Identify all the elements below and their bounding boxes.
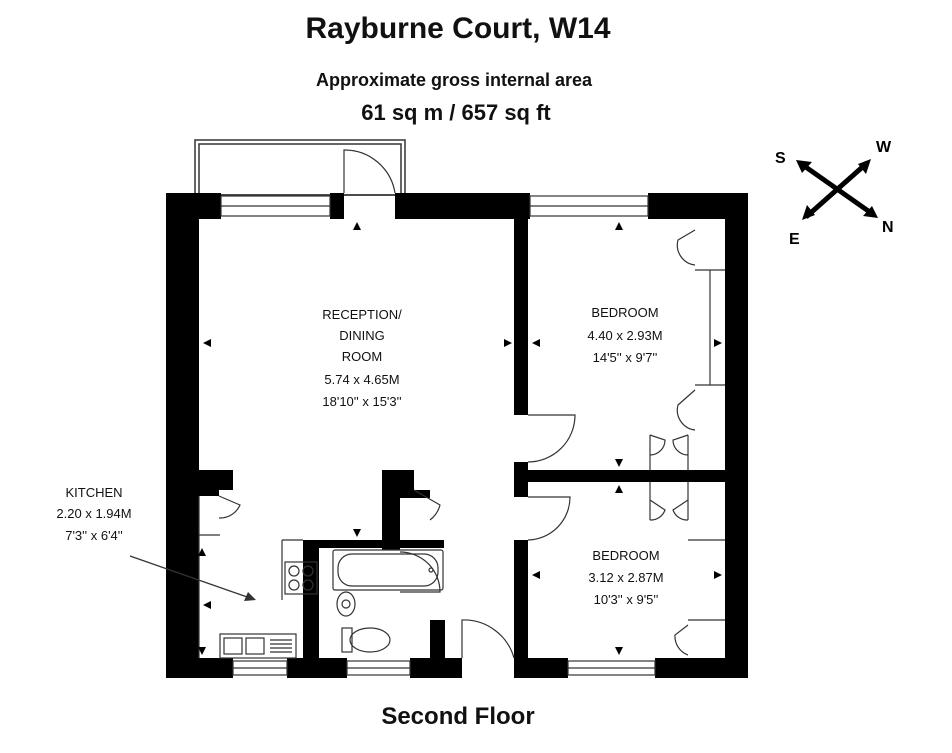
compass-label-e: E (789, 231, 800, 248)
compass-arrow-w (858, 159, 871, 174)
measure-arrows (198, 222, 722, 655)
toilet (341, 627, 391, 653)
compass-arrow-n (863, 206, 878, 218)
area-value: 61 sq m / 657 sq ft (361, 100, 551, 125)
room-kitchen: KITCHEN 2.20 x 1.94M 7'3'' x 6'4'' (56, 485, 131, 543)
bedroom1-metric: 4.40 x 2.93M (587, 328, 662, 343)
washbasin (336, 591, 356, 617)
hob (284, 561, 318, 595)
reception-name-line2: DINING (339, 328, 385, 343)
room-bedroom-1: BEDROOM 4.40 x 2.93M 14'5'' x 9'7'' (587, 305, 662, 365)
kitchen-imperial: 7'3'' x 6'4'' (65, 528, 123, 543)
balcony (194, 139, 406, 196)
room-reception: RECEPTION/ DINING ROOM 5.74 x 4.65M 18'1… (322, 307, 402, 409)
windows (220, 195, 656, 676)
bedroom2-name: BEDROOM (592, 548, 659, 563)
compass-label-n: N (882, 219, 894, 236)
kitchen-name: KITCHEN (65, 485, 122, 500)
room-bedroom-2: BEDROOM 3.12 x 2.87M 10'3'' x 9'5'' (588, 548, 663, 607)
floor-name: Second Floor (381, 703, 535, 730)
kitchen-metric: 2.20 x 1.94M (56, 506, 131, 521)
compass-label-w: W (876, 139, 892, 156)
kitchen-leader (129, 555, 256, 601)
exterior-walls (166, 193, 748, 678)
compass-arrow-e (802, 205, 815, 220)
bedroom1-imperial: 14'5'' x 9'7'' (593, 350, 658, 365)
compass-arrow-s (796, 160, 812, 173)
area-label: Approximate gross internal area (315, 70, 593, 90)
bathtub (332, 549, 444, 591)
door-swings (218, 149, 696, 659)
reception-name-line3: ROOM (342, 349, 382, 364)
property-title: Rayburne Court, W14 (305, 12, 611, 45)
reception-imperial: 18'10'' x 15'3'' (322, 394, 401, 409)
partition-lines (198, 269, 725, 658)
bedroom2-imperial: 10'3'' x 9'5'' (594, 592, 659, 607)
interior-walls (179, 219, 728, 658)
compass-rose: S W E N (775, 139, 894, 248)
kitchen-sink (219, 633, 297, 659)
compass-label-s: S (775, 150, 786, 167)
reception-name-line1: RECEPTION/ (322, 307, 402, 322)
bedroom2-metric: 3.12 x 2.87M (588, 570, 663, 585)
reception-metric: 5.74 x 4.65M (324, 372, 399, 387)
bedroom1-name: BEDROOM (591, 305, 658, 320)
